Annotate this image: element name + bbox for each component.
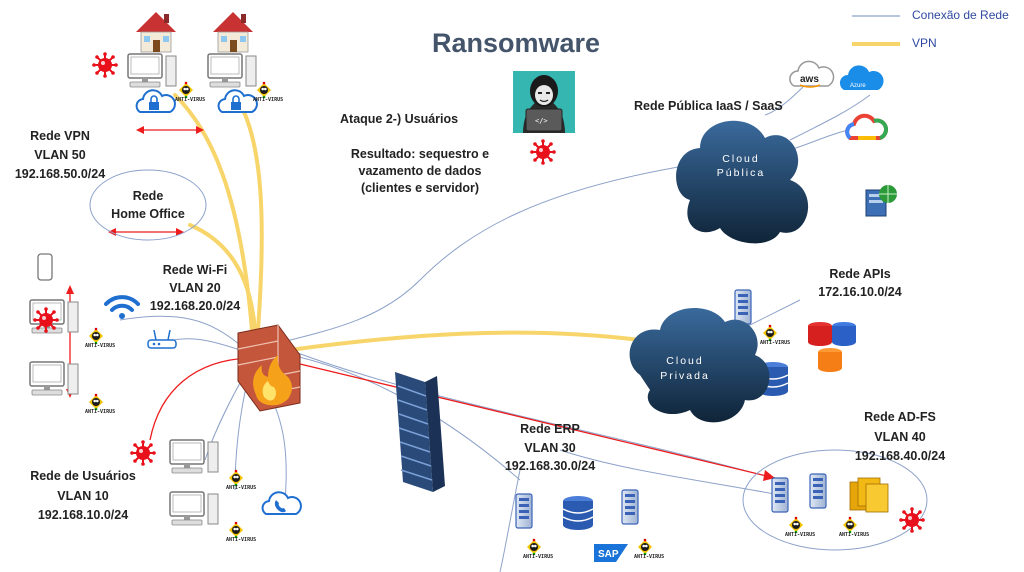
house-icon — [135, 11, 177, 53]
antivirus-icon — [229, 469, 243, 487]
antivirus-tag: ANTI-VIRUS — [523, 554, 554, 560]
wifi-router-icon — [147, 329, 177, 349]
legend-network-label: Conexão de Rede — [912, 8, 1009, 22]
vpn-net-name: Rede VPN — [30, 129, 90, 143]
server-globe-icon — [865, 185, 897, 217]
antivirus-tag: ANTI-VIRUS — [760, 340, 791, 346]
antivirus-tag: ANTI-VIRUS — [253, 97, 284, 103]
cloud-private-line2: Privada — [660, 370, 710, 382]
users-net-vlan: VLAN 10 — [57, 489, 109, 503]
virus-icon — [129, 439, 157, 467]
wifi-net-name: Rede Wi-Fi — [162, 263, 228, 277]
computer-icon — [29, 361, 79, 396]
computer-icon — [169, 491, 219, 526]
secure-cloud-icon — [217, 89, 258, 113]
smartphone-icon — [37, 253, 53, 281]
virus-icon — [91, 51, 119, 79]
vpn-net-subnet: 192.168.50.0/24 — [14, 167, 106, 181]
server-icon — [809, 473, 827, 509]
wifi-net-subnet: 192.168.20.0/24 — [149, 299, 241, 313]
computer-icon — [207, 53, 257, 88]
erp-net-name: Rede ERP — [520, 422, 580, 436]
attack-result-line3: (clientes e servidor) — [360, 181, 480, 195]
antivirus-tag: ANTI-VIRUS — [85, 409, 116, 415]
antivirus-icon — [229, 521, 243, 539]
erp-net-subnet: 192.168.30.0/24 — [504, 459, 596, 473]
antivirus-tag: ANTI-VIRUS — [839, 532, 870, 538]
cloud-public-line1: Cloud — [722, 153, 760, 165]
private-cloud-shape — [629, 308, 770, 423]
svg-text:</>: </> — [535, 117, 548, 125]
cloud-public-line2: Pública — [716, 167, 766, 179]
apis-net-name: Rede APIs — [829, 267, 891, 281]
computer-icon — [127, 53, 177, 88]
phone-cloud-icon — [261, 491, 302, 515]
virus-icon — [32, 306, 60, 334]
antivirus-tag: ANTI-VIRUS — [85, 343, 116, 349]
google-cloud-icon — [845, 113, 888, 140]
antivirus-tag: ANTI-VIRUS — [634, 554, 665, 560]
cloud-private-line1: Cloud — [666, 355, 704, 367]
users-net-name: Rede de Usuários — [30, 469, 136, 483]
antivirus-tag: ANTI-VIRUS — [175, 97, 206, 103]
house-icon — [212, 11, 254, 53]
legend-vpn-label: VPN — [912, 36, 937, 50]
sap-logo: SAP — [594, 544, 628, 562]
antivirus-tag: ANTI-VIRUS — [226, 537, 257, 543]
virus-icon — [529, 138, 557, 166]
attack-result-line2: vazamento de dados — [358, 164, 482, 178]
database-icon — [562, 495, 594, 531]
wifi-icon — [104, 295, 140, 319]
adfs-net-subnet: 192.168.40.0/24 — [854, 449, 946, 463]
database-stack-icon — [808, 322, 856, 372]
apis-net-subnet: 172.16.10.0/24 — [818, 285, 902, 299]
antivirus-icon — [763, 324, 777, 342]
hacker-icon: </> — [513, 71, 575, 133]
server-icon — [771, 477, 789, 513]
public-cloud-shape — [676, 120, 809, 244]
aws-icon: aws — [789, 60, 835, 88]
svg-text:Azure: Azure — [850, 83, 866, 89]
firewall-icon — [237, 324, 301, 412]
antivirus-tag: ANTI-VIRUS — [226, 485, 257, 491]
server-icon — [621, 489, 639, 525]
antivirus-icon — [527, 538, 541, 556]
server-icon — [734, 289, 752, 325]
antivirus-icon — [89, 327, 103, 345]
adfs-net-name: Rede AD-FS — [864, 410, 936, 424]
attack-title: Ataque 2-) Usuários — [340, 112, 459, 126]
wifi-net-vlan: VLAN 20 — [169, 281, 221, 295]
antivirus-icon — [789, 516, 803, 534]
azure-icon: Azure — [839, 65, 884, 90]
server-icon — [515, 493, 533, 529]
diagram-title: Ransomware — [432, 28, 601, 58]
users-net-subnet: 192.168.10.0/24 — [37, 508, 129, 522]
svg-text:SAP: SAP — [598, 549, 619, 560]
adfs-net-vlan: VLAN 40 — [874, 430, 926, 444]
attack-result-line1: Resultado: sequestro e — [350, 147, 490, 161]
antivirus-icon — [179, 81, 193, 99]
server-rack-icon — [395, 372, 445, 492]
secure-cloud-icon — [135, 89, 176, 113]
antivirus-icon — [843, 516, 857, 534]
public-net-name: Rede Pública IaaS / SaaS — [634, 99, 783, 113]
antivirus-icon — [257, 81, 271, 99]
folders-icon — [849, 477, 889, 513]
home-office-line2: Home Office — [111, 207, 185, 221]
antivirus-icon — [638, 538, 652, 556]
home-office-line1: Rede — [132, 189, 164, 203]
svg-text:aws: aws — [800, 74, 819, 85]
antivirus-icon — [89, 393, 103, 411]
erp-net-vlan: VLAN 30 — [524, 441, 576, 455]
virus-icon — [898, 506, 926, 534]
antivirus-tag: ANTI-VIRUS — [785, 532, 816, 538]
vpn-net-vlan: VLAN 50 — [34, 148, 86, 162]
computer-icon — [169, 439, 219, 474]
